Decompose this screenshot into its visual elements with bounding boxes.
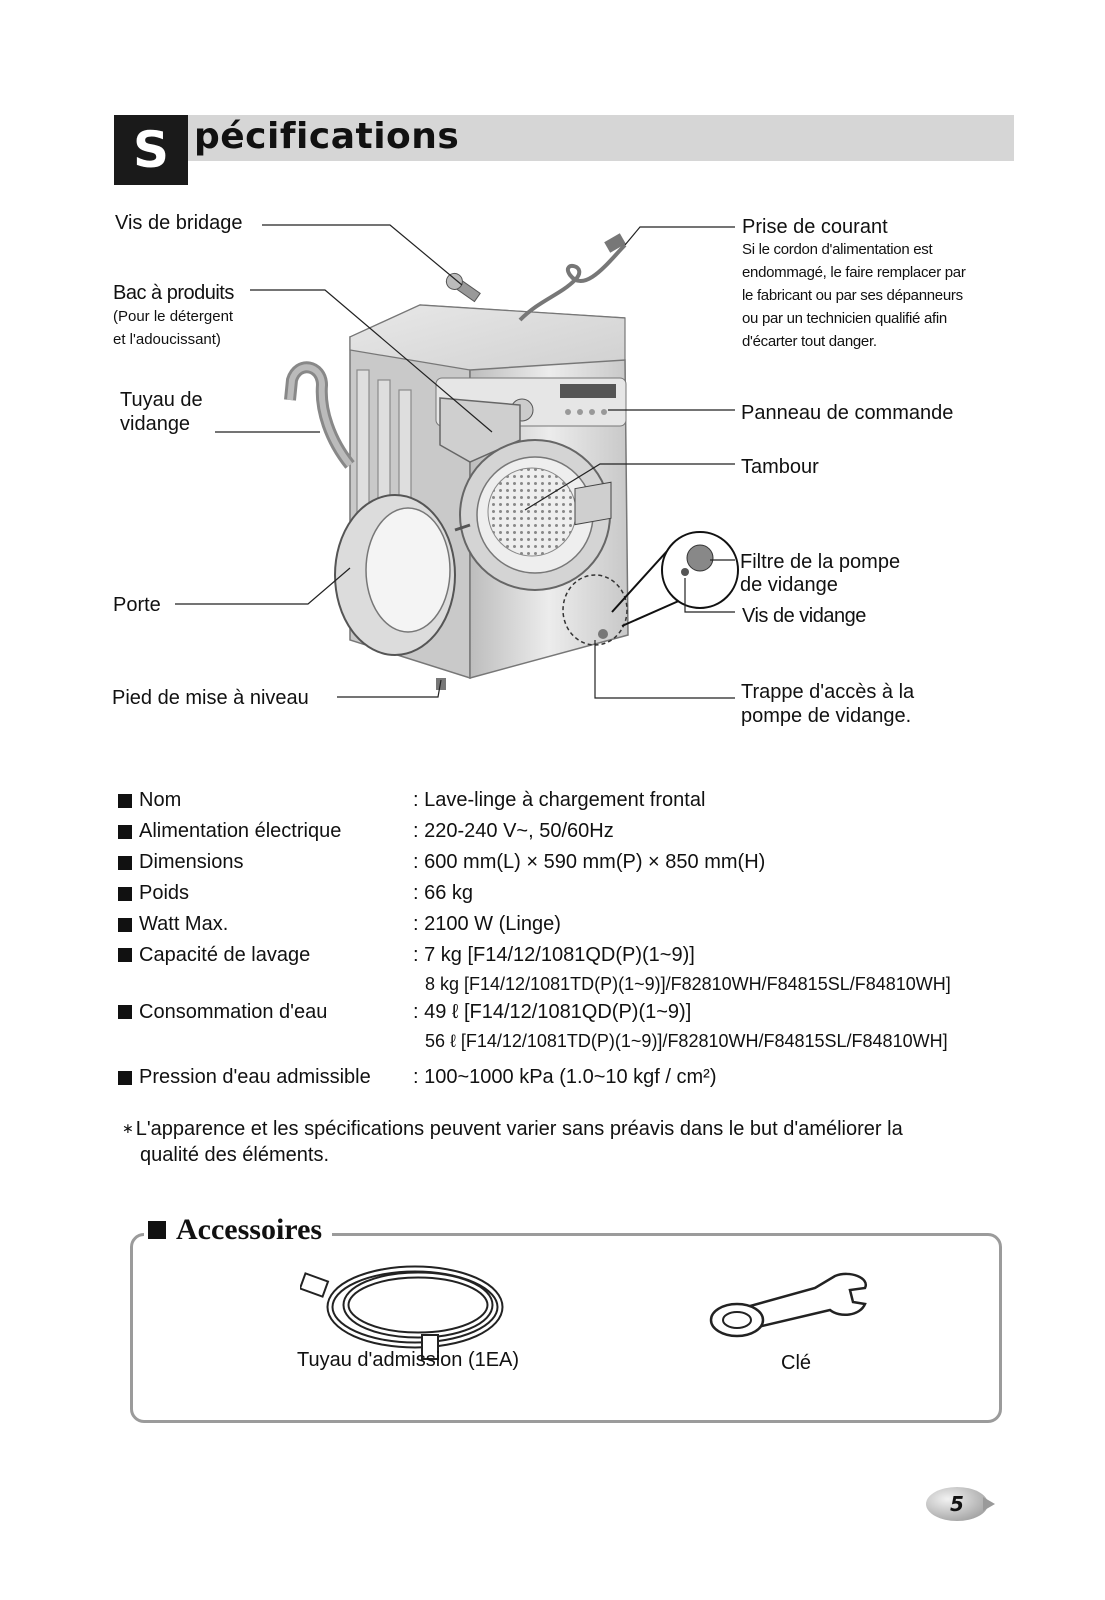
spec-row-poids: Poids : 66 kg bbox=[118, 878, 1038, 909]
bullet-square-icon bbox=[118, 1005, 132, 1019]
spec-row-pression: Pression d'eau admissible : 100~1000 kPa… bbox=[118, 1062, 1038, 1093]
spec-row-consommation: Consommation d'eau : 49 ℓ [F14/12/1081QD… bbox=[118, 997, 1038, 1054]
label-tambour: Tambour bbox=[741, 456, 819, 478]
bullet-square-icon bbox=[148, 1221, 166, 1239]
title-initial: S bbox=[114, 115, 188, 185]
label-prise: Prise de courant bbox=[742, 216, 888, 238]
spec-row-capacite: Capacité de lavage : 7 kg [F14/12/1081QD… bbox=[118, 940, 1038, 997]
note-line-1: L'apparence et les spécifications peuven… bbox=[135, 1118, 903, 1140]
bullet-square-icon bbox=[118, 824, 132, 839]
spec-row-watt: Watt Max. : 2100 W (Linge) bbox=[118, 909, 1038, 940]
spec-list: Nom : Lave-linge à chargement frontal Al… bbox=[118, 785, 1038, 1093]
page-title: pécifications bbox=[194, 116, 460, 157]
bullet-square-icon bbox=[118, 948, 132, 962]
label-vis-bridage: Vis de bridage bbox=[115, 212, 243, 234]
bullet-square-icon bbox=[118, 793, 132, 808]
label-tuyau-vidange-1: Tuyau de bbox=[120, 389, 203, 411]
label-tuyau-vidange-2: vidange bbox=[120, 413, 191, 435]
label-prise-note-2: endommagé, le faire remplacer par bbox=[742, 264, 966, 281]
bullet-square-icon bbox=[118, 886, 132, 901]
label-prise-note-4: ou par un technicien qualifié afin bbox=[742, 310, 947, 327]
label-bac-produits: Bac à produits bbox=[113, 282, 234, 304]
page-number-badge: 5 bbox=[925, 1485, 995, 1523]
spec-key: Watt Max. bbox=[139, 913, 229, 935]
bullet-square-icon bbox=[118, 1070, 132, 1085]
spec-key: Pression d'eau admissible bbox=[139, 1066, 371, 1088]
spec-row-dimensions: Dimensions : 600 mm(L) × 590 mm(P) × 850… bbox=[118, 847, 1038, 878]
label-prise-note-1: Si le cordon d'alimentation est bbox=[742, 241, 933, 258]
inlet-hose-label: Tuyau d'admission (1EA) bbox=[297, 1349, 520, 1371]
spec-value: : 49 ℓ [F14/12/1081QD(P)(1~9)] bbox=[413, 1001, 692, 1023]
spec-key: Consommation d'eau bbox=[139, 1001, 328, 1023]
spec-value-line-2: 56 ℓ [F14/12/1081TD(P)(1~9)]/F82810WH/F8… bbox=[425, 1031, 948, 1051]
spec-value: : 66 kg bbox=[413, 882, 474, 904]
label-bac-produits-note-1: (Pour le détergent bbox=[113, 308, 234, 325]
label-bac-produits-note-2: et l'adoucissant) bbox=[113, 331, 221, 348]
spec-key: Capacité de lavage bbox=[139, 944, 311, 966]
spec-value: : 600 mm(L) × 590 mm(P) × 850 mm(H) bbox=[413, 851, 766, 873]
inlet-hose-icon bbox=[300, 1265, 504, 1360]
spec-key: Poids bbox=[139, 882, 190, 904]
disclaimer-note: ∗L'apparence et les spécifications peuve… bbox=[122, 1115, 1002, 1168]
page-number-badge-shape bbox=[926, 1487, 995, 1521]
label-porte: Porte bbox=[113, 594, 161, 616]
spec-value: : 2100 W (Linge) bbox=[413, 913, 561, 935]
label-vis-vidange: Vis de vidange bbox=[742, 605, 866, 627]
spec-row-alimentation: Alimentation électrique : 220-240 V~, 50… bbox=[118, 816, 1038, 847]
bullet-square-icon bbox=[118, 917, 132, 932]
accessories-box bbox=[130, 1233, 1002, 1423]
spec-key: Nom bbox=[139, 789, 182, 811]
label-pied: Pied de mise à niveau bbox=[112, 687, 309, 709]
spec-key: Alimentation électrique bbox=[139, 820, 342, 842]
title-bar bbox=[114, 115, 1014, 161]
page-number: 5 bbox=[950, 1492, 964, 1516]
spec-value: : Lave-linge à chargement frontal bbox=[413, 789, 706, 811]
accessories-title-text: Accessoires bbox=[176, 1213, 323, 1246]
label-trappe-1: Trappe d'accès à la bbox=[741, 681, 915, 703]
label-prise-note-3: le fabricant ou par ses dépanneurs bbox=[742, 287, 963, 304]
spec-value-line-2: 8 kg [F14/12/1081TD(P)(1~9)]/F82810WH/F8… bbox=[425, 974, 951, 994]
asterisk-icon: ∗ bbox=[122, 1120, 134, 1136]
spec-value: : 100~1000 kPa (1.0~10 kgf / cm²) bbox=[413, 1066, 717, 1088]
wrench-icon bbox=[709, 1272, 867, 1338]
washer-diagram: Vis de bridage Bac à produits (Pour le d… bbox=[0, 200, 1105, 760]
bullet-square-icon bbox=[118, 855, 132, 870]
key-label: Clé bbox=[781, 1352, 812, 1374]
spec-value: : 7 kg [F14/12/1081QD(P)(1~9)] bbox=[413, 944, 695, 966]
label-filtre-1: Filtre de la pompe bbox=[740, 551, 901, 573]
spec-value: : 220-240 V~, 50/60Hz bbox=[413, 820, 614, 842]
spec-key: Dimensions bbox=[139, 851, 244, 873]
washer-illustration bbox=[175, 224, 739, 699]
label-filtre-2: de vidange bbox=[740, 574, 838, 596]
label-trappe-2: pompe de vidange. bbox=[741, 705, 912, 727]
label-panneau: Panneau de commande bbox=[741, 402, 954, 424]
accessories-title: Accessoires bbox=[144, 1210, 333, 1250]
label-prise-note-5: d'écarter tout danger. bbox=[742, 333, 877, 350]
note-line-2: qualité des éléments. bbox=[140, 1144, 330, 1166]
spec-row-nom: Nom : Lave-linge à chargement frontal bbox=[118, 785, 1038, 816]
